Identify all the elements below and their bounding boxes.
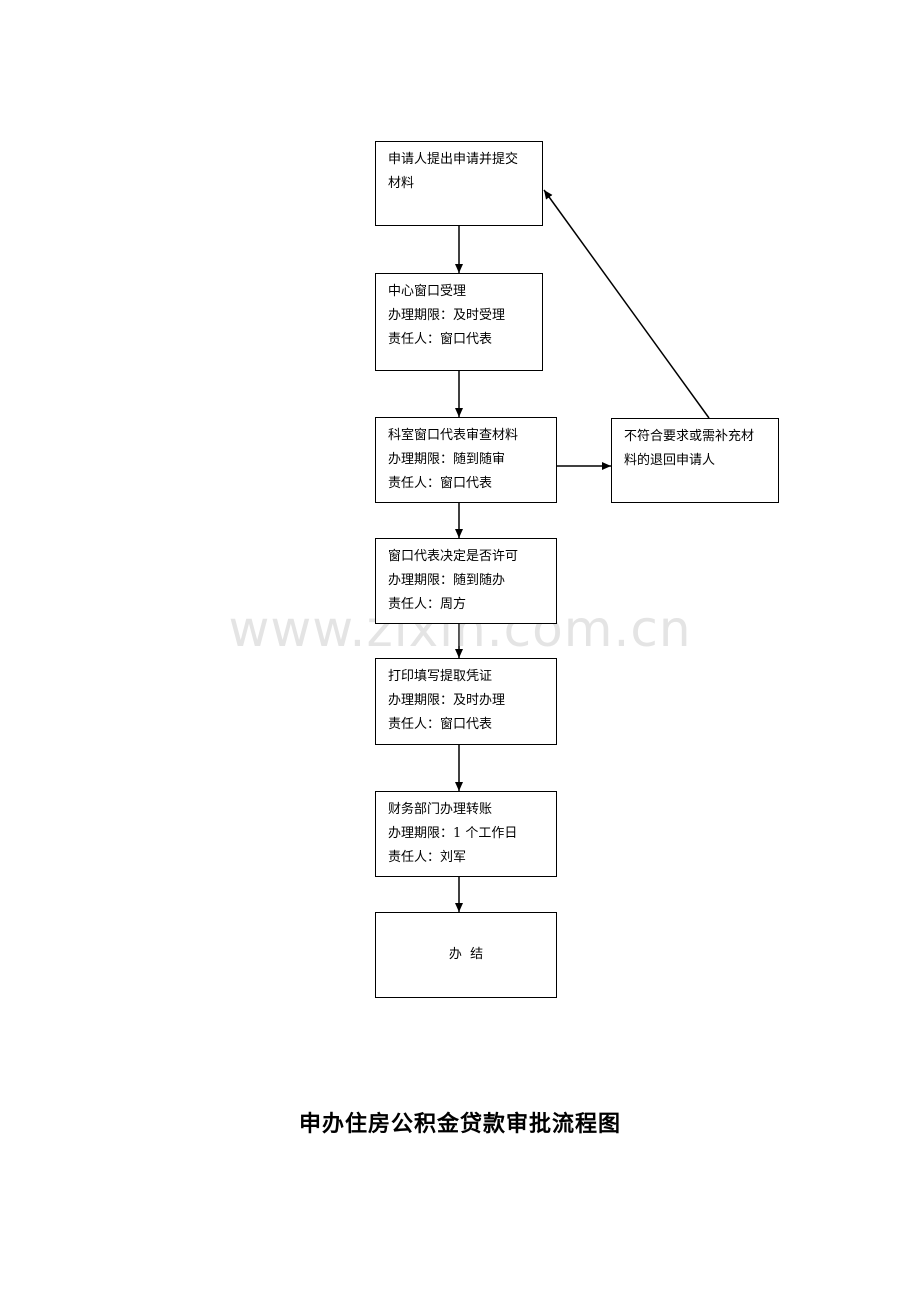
node-window-accept: 中心窗口受理 办理期限：及时受理 责任人：窗口代表 bbox=[375, 273, 543, 371]
page-title: 申办住房公积金贷款审批流程图 bbox=[298, 1111, 621, 1137]
node-text: 办理期限：及时受理 bbox=[388, 308, 506, 323]
node-text: 财务部门办理转账 bbox=[388, 802, 493, 817]
node-text: 责任人：窗口代表 bbox=[388, 717, 493, 732]
node-return-applicant: 不符合要求或需补充材 料的退回申请人 bbox=[611, 418, 779, 503]
node-text: 责任人：刘军 bbox=[388, 850, 467, 865]
node-text: 办理期限：及时办理 bbox=[388, 693, 506, 708]
node-text: 办理期限：1 个工作日 bbox=[388, 826, 518, 841]
node-text: 办理期限：随到随审 bbox=[388, 452, 506, 467]
node-text: 打印填写提取凭证 bbox=[388, 669, 493, 684]
node-text: 科室窗口代表审查材料 bbox=[388, 428, 519, 443]
node-text: 料的退回申请人 bbox=[624, 453, 716, 468]
node-text: 材料 bbox=[388, 176, 415, 191]
node-text: 申请人提出申请并提交 bbox=[388, 152, 519, 167]
node-text: 窗口代表决定是否许可 bbox=[388, 549, 519, 564]
node-text: 中心窗口受理 bbox=[388, 284, 467, 299]
node-submit-application: 申请人提出申请并提交 材料 bbox=[375, 141, 543, 226]
node-text: 责任人：窗口代表 bbox=[388, 332, 493, 347]
node-text: 办 结 bbox=[448, 947, 484, 962]
arrow-n4-n1 bbox=[543, 189, 710, 419]
node-print-voucher: 打印填写提取凭证 办理期限：及时办理 责任人：窗口代表 bbox=[375, 658, 557, 745]
node-text: 不符合要求或需补充材 bbox=[624, 429, 755, 444]
node-decide-permit: 窗口代表决定是否许可 办理期限：随到随办 责任人：周方 bbox=[375, 538, 557, 624]
node-finance-transfer: 财务部门办理转账 办理期限：1 个工作日 责任人：刘军 bbox=[375, 791, 557, 877]
node-text: 办理期限：随到随办 bbox=[388, 573, 506, 588]
node-complete: 办 结 bbox=[375, 912, 557, 998]
node-review-materials: 科室窗口代表审查材料 办理期限：随到随审 责任人：窗口代表 bbox=[375, 417, 557, 503]
node-text: 责任人：周方 bbox=[388, 597, 467, 612]
node-text: 责任人：窗口代表 bbox=[388, 476, 493, 491]
